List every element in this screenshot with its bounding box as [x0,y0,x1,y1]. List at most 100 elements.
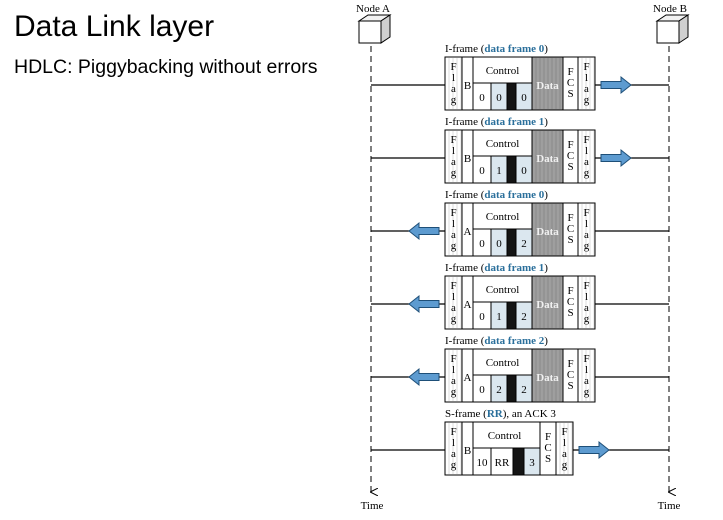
frame-3-control-label: Control [486,284,520,296]
frame-0-control-value-1: 0 [479,92,485,104]
frame-4-control-label: Control [486,357,520,369]
node-a: Node A [356,3,392,44]
frame-flag-letter: g [451,313,457,325]
node-b-time-label: Time [658,500,681,512]
frame-0-control-value-2: 0 [496,92,502,104]
frame-fcs-letter: C [544,442,551,454]
frame-5-fcs-box [539,421,557,476]
frame-1-pf-bit [506,155,517,184]
frame-title-highlight: data frame 0 [484,43,544,55]
frame-title-suffix: ) [544,43,548,55]
frame-flag-letter: g [584,167,590,179]
frame-flag-letter: F [583,134,589,146]
node-b: Node B [653,3,690,44]
frame-flag-letter: a [584,375,589,387]
frame-1-title: I-frame (data frame 1) [445,116,548,128]
frame-title-suffix: ) [544,262,548,274]
frame-flag-letter: l [452,291,455,303]
node-a-label: Node A [356,3,390,15]
frame-title-prefix: I-frame ( [445,335,485,347]
frame-3-pf-bit [506,301,517,330]
node-a-time-label: Time [361,500,384,512]
frame-flag-letter: l [452,145,455,157]
frame-0-control-value-3: 0 [521,92,527,104]
frame-1-control-label: Control [486,138,520,150]
frame-fcs-letter: F [567,358,573,370]
frame-fcs-letter: C [567,369,574,381]
frame-title-suffix: ), an ACK 3 [503,408,557,420]
frame-1-control-value-3: 0 [521,165,527,177]
frame-flag-letter: a [584,83,589,95]
frame-flag-letter: l [452,437,455,449]
frame-flag-letter: a [584,302,589,314]
frame-flag-letter: F [450,426,456,438]
frame-fcs-letter: S [567,234,573,246]
frame-fcs-letter: F [567,66,573,78]
frame-0-control-label: Control [486,65,520,77]
frame-3-control-value-3: 2 [521,311,527,323]
frame-1-fcs-box [562,129,579,184]
frame-fcs-letter: S [545,453,551,465]
frame-2-control-value-1: 0 [479,238,485,250]
frame-5-pf-bit [512,447,525,476]
frame-1-address: B [464,153,471,165]
frame-fcs-letter: F [567,285,573,297]
frame-2-data-label: Data [536,226,559,238]
frame-fcs-letter: F [567,212,573,224]
frame-flag-letter: l [585,364,588,376]
frame-flag-letter: a [451,229,456,241]
frame-flag-letter: l [585,291,588,303]
frame-5-control-value-3: 3 [529,457,535,469]
frame-0-address: B [464,80,471,92]
frame-flag-letter: g [584,240,590,252]
frame-flag-letter: a [451,156,456,168]
frame-1-control-value-2: 1 [496,165,502,177]
slide-title: Data Link layer [14,10,215,43]
frame-flag-letter: g [584,94,590,106]
frame-fcs-letter: C [567,296,574,308]
frame-3-direction-arrow-left [408,294,440,314]
frame-0-direction-arrow-right [600,75,632,95]
frame-4-control-value-2: 2 [496,384,502,396]
frame-1-direction-arrow-right [600,148,632,168]
frame-fcs-letter: C [567,77,574,89]
frame-fcs-letter: S [567,161,573,173]
frame-flag-letter: F [583,207,589,219]
frame-4-fcs-box [562,348,579,403]
frame-fcs-letter: S [567,380,573,392]
frame-2-control-value-2: 0 [496,238,502,250]
frame-2-direction-arrow-left [408,221,440,241]
frame-flag-letter: g [584,313,590,325]
frame-flag-letter: F [450,280,456,292]
frame-flag-letter: l [452,364,455,376]
frame-flag-letter: g [584,386,590,398]
frame-5-control-value-1: 10 [477,457,489,469]
frame-flag-letter: g [451,167,457,179]
frame-4-control-value-3: 2 [521,384,527,396]
frame-flag-letter: F [450,61,456,73]
frame-flag-letter: l [585,72,588,84]
frame-fcs-letter: C [567,150,574,162]
frame-fcs-letter: S [567,307,573,319]
frame-flag-letter: a [451,83,456,95]
frame-flag-letter: a [584,229,589,241]
frame-3-address: A [464,299,472,311]
frame-2-title: I-frame (data frame 0) [445,189,548,201]
frame-2-fcs-box [562,202,579,257]
frame-3-title: I-frame (data frame 1) [445,262,548,274]
frame-5-title: S-frame (RR), an ACK 3 [445,408,556,420]
frame-3-control-value-2: 1 [496,311,502,323]
frame-0-pf-bit [506,82,517,111]
frame-flag-letter: g [451,386,457,398]
frame-3-fcs-box [562,275,579,330]
frame-flag-letter: F [450,134,456,146]
frame-2-control-label: Control [486,211,520,223]
frame-flag-letter: a [451,448,456,460]
frame-4-data-label: Data [536,372,559,384]
frame-2-control-value-3: 2 [521,238,527,250]
frame-flag-letter: a [562,448,567,460]
